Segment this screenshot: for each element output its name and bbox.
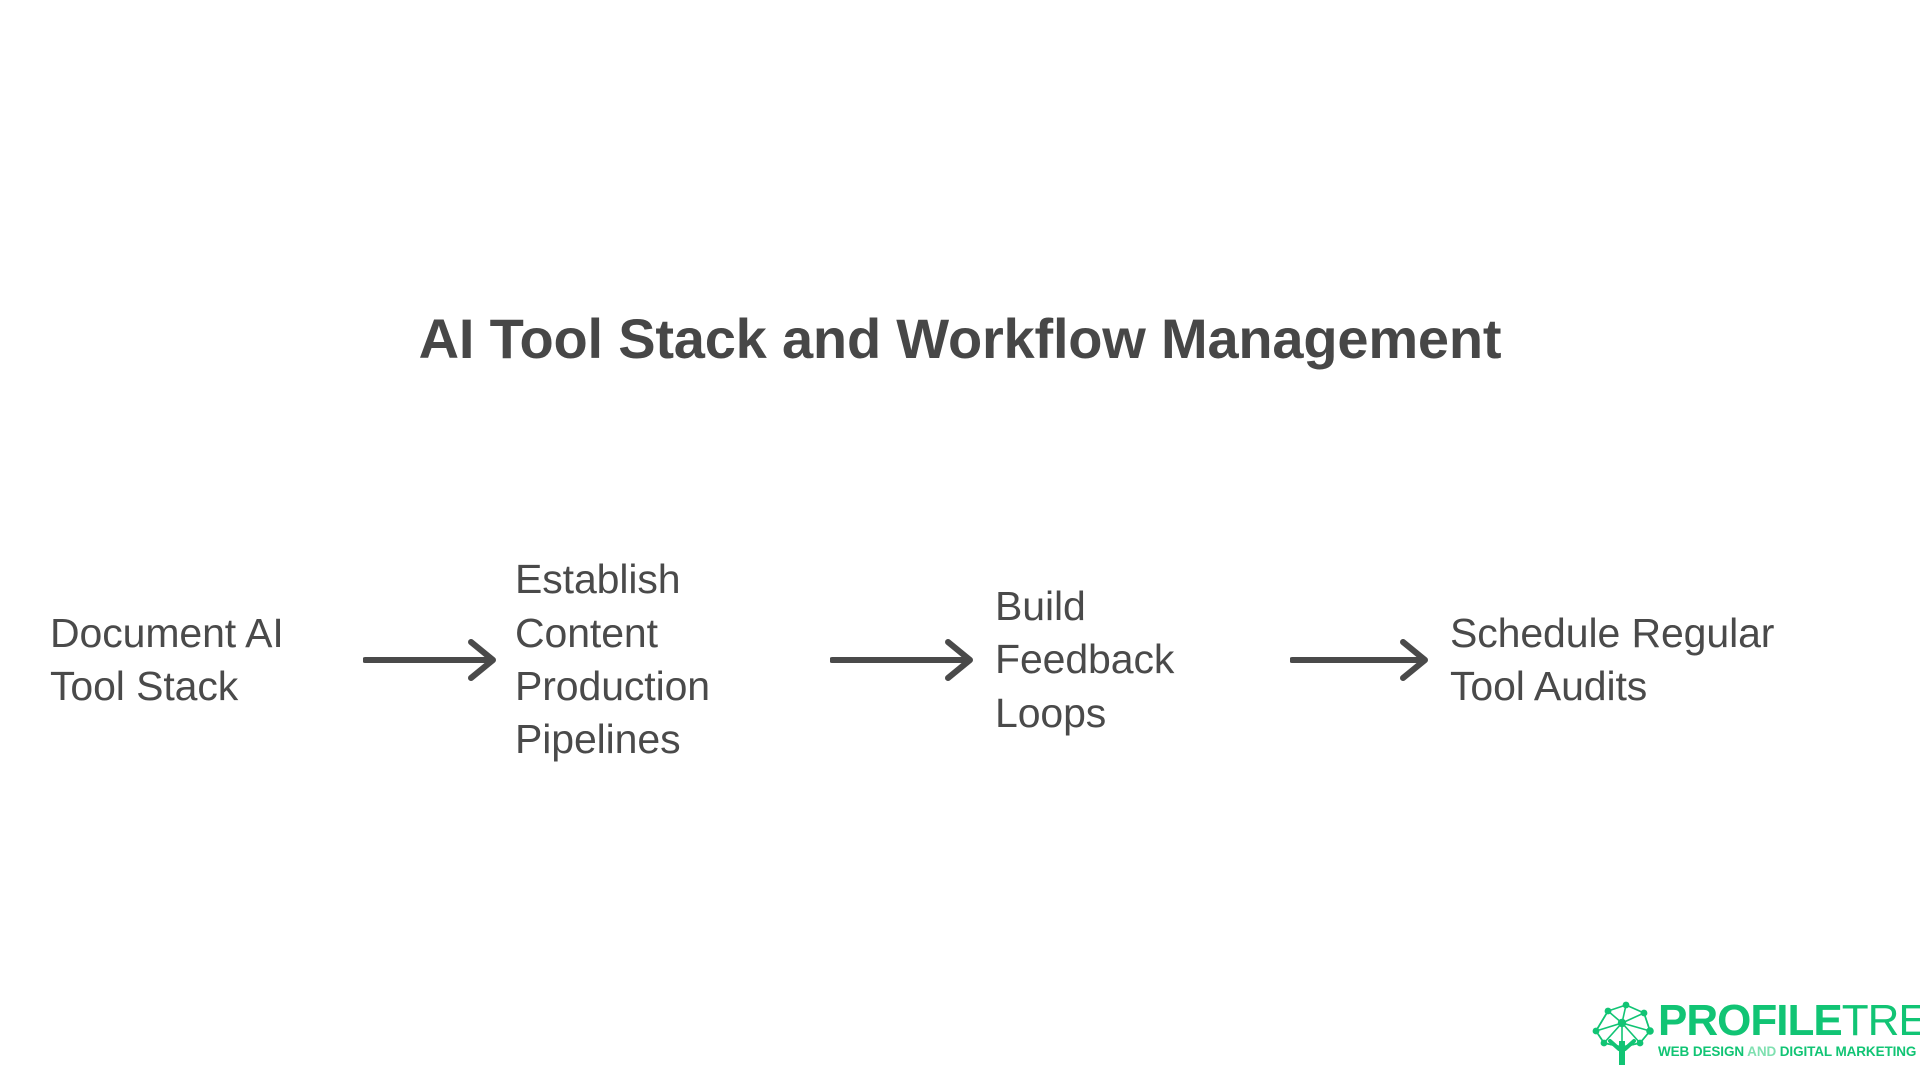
logo-word-profile: PROFILE <box>1658 996 1843 1045</box>
network-tree-icon <box>1586 997 1658 1067</box>
flow-node-label: Establish Content Production Pipelines <box>515 556 711 763</box>
logo-word-tree: TREE <box>1841 996 1920 1045</box>
process-flow-diagram: Document AI Tool Stack Establish Content… <box>50 510 1870 810</box>
profiletree-logo: PROFILETREE WEB DESIGN AND DIGITAL MARKE… <box>1586 997 1920 1069</box>
arrow-right-icon <box>830 639 973 681</box>
logo-text-block: PROFILETREE WEB DESIGN AND DIGITAL MARKE… <box>1658 996 1920 1060</box>
flow-node-build-feedback-loops: Build Feedback Loops <box>995 580 1275 740</box>
flow-node-label: Schedule Regular Tool Audits <box>1450 609 1775 709</box>
flow-node-label: Document AI Tool Stack <box>50 609 284 709</box>
logo-tagline-part-3: DIGITAL MARKETING <box>1779 1044 1917 1060</box>
logo-tagline: WEB DESIGN AND DIGITAL MARKETING <box>1658 1044 1920 1059</box>
flow-node-document-ai-tool-stack: Document AI Tool Stack <box>50 607 350 714</box>
page-title: AI Tool Stack and Workflow Management <box>418 307 1502 370</box>
flow-arrow-3 <box>1275 636 1450 684</box>
flow-node-label: Build Feedback Loops <box>995 583 1175 736</box>
flow-arrow-2 <box>815 636 995 684</box>
logo-wordmark: PROFILETREE <box>1658 996 1920 1045</box>
logo-tagline-part-1: WEB DESIGN <box>1658 1044 1745 1060</box>
logo-tagline-and: AND <box>1747 1044 1777 1060</box>
flow-node-establish-content-production-pipelines: Establish Content Production Pipelines <box>515 553 815 766</box>
flow-arrow-1 <box>350 636 515 684</box>
arrow-right-icon <box>362 639 496 681</box>
flow-node-schedule-regular-tool-audits: Schedule Regular Tool Audits <box>1450 607 1780 714</box>
arrow-right-icon <box>1290 639 1428 681</box>
